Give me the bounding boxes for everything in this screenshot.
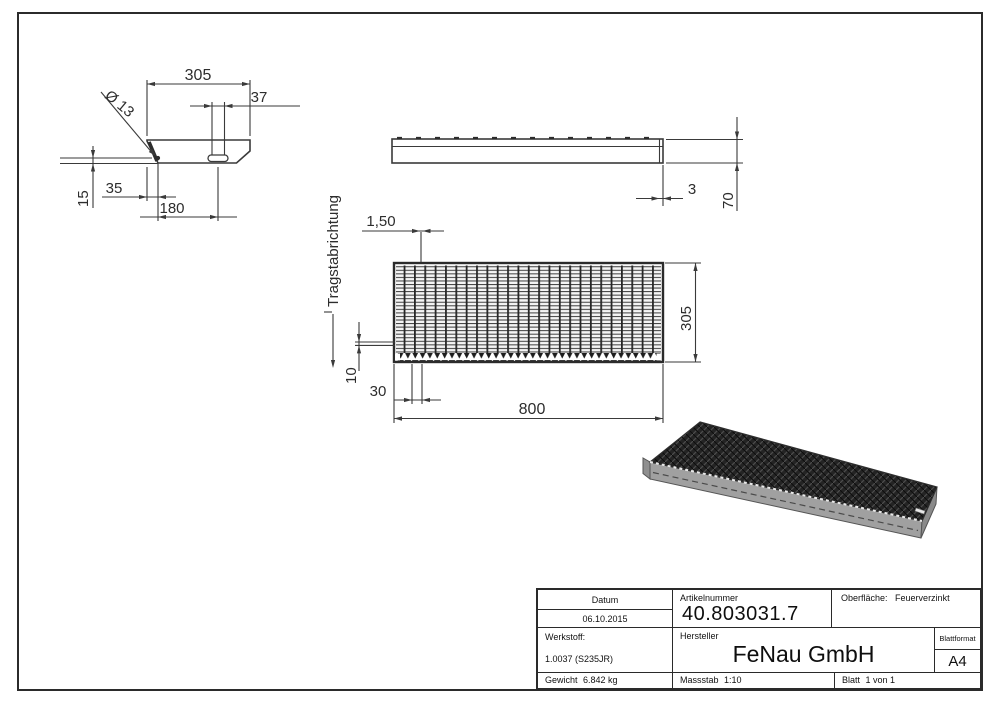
- dim-35-hole-offset: 35: [106, 180, 123, 197]
- massstab-cell: Massstab 1:10: [673, 673, 835, 688]
- blattformat-label-cell: Blattformat: [935, 628, 980, 650]
- dim-305-plate: 305: [185, 67, 212, 84]
- side-elevation-view: 3 70: [391, 117, 743, 211]
- blatt-value: 1 von 1: [865, 675, 896, 685]
- artikelnummer-label: Artikelnummer: [680, 593, 739, 603]
- sheet-frame: [17, 12, 983, 691]
- hersteller-cell: Hersteller FeNau GmbH: [673, 628, 935, 673]
- dim-15-hole-height: 15: [75, 190, 92, 207]
- gewicht-cell: Gewicht 6.842 kg: [538, 673, 673, 688]
- dim-37-slot: 37: [251, 89, 268, 106]
- oberflaeche-value: Feuerverzinkt: [895, 593, 950, 603]
- hersteller-value: FeNau GmbH: [732, 641, 875, 667]
- grating-plan-view: Tragstabrichtung 1,50 305 10 30: [324, 195, 701, 423]
- datum-label: Datum: [591, 594, 619, 605]
- datum-value: 06.10.2015: [582, 613, 628, 624]
- dim-305-depth: 305: [678, 306, 695, 331]
- blatt-cell: Blatt 1 von 1: [835, 673, 980, 688]
- dim-800-length: 800: [519, 401, 546, 418]
- dim-hole-dia: Ø 13: [101, 87, 137, 121]
- artikelnummer-value: 40.803031.7: [682, 603, 799, 625]
- blattformat-label: Blattformat: [939, 634, 976, 643]
- iso-serrated-edge: [649, 461, 923, 522]
- gewicht-label: Gewicht: [545, 675, 578, 685]
- werkstoff-value: 1.0037 (S235JR): [545, 654, 614, 664]
- bearing-bar-direction-label: Tragstabrichtung: [325, 195, 342, 307]
- datum-label-cell: Datum: [538, 590, 673, 610]
- oberflaeche-cell: Oberfläche: Feuerverzinkt: [832, 590, 982, 628]
- massstab-value: 1:10: [724, 675, 742, 685]
- werkstoff-cell: Werkstoff: 1.0037 (S235JR): [538, 628, 673, 673]
- blattformat-value-cell: A4: [935, 650, 980, 673]
- hersteller-label: Hersteller: [680, 631, 719, 641]
- dim-30-pitch: 30: [370, 383, 387, 400]
- dim-150-bar: 1,50: [366, 213, 395, 230]
- dim-10-pitch: 10: [343, 367, 360, 384]
- artikelnummer-cell: Artikelnummer 40.803031.7: [673, 590, 832, 628]
- grating-nosing: [396, 353, 661, 361]
- end-plate-view: Ø 13 305 37 15 35 180: [60, 67, 300, 221]
- grating-mesh: [396, 265, 661, 353]
- iso-slot: [914, 507, 926, 515]
- title-block: Datum 06.10.2015 Artikelnummer 40.803031…: [536, 588, 982, 690]
- gewicht-value: 6.842 kg: [583, 675, 618, 685]
- dim-3-endplate: 3: [688, 181, 696, 198]
- blattformat-value: A4: [948, 652, 967, 670]
- dim-70-height: 70: [720, 192, 737, 209]
- datum-value-cell: 06.10.2015: [538, 610, 673, 628]
- oberflaeche-label: Oberfläche:: [841, 593, 888, 603]
- isometric-view: [642, 421, 938, 539]
- dim-180-slot-offset: 180: [159, 200, 184, 217]
- massstab-label: Massstab: [680, 675, 719, 685]
- werkstoff-label: Werkstoff:: [545, 632, 586, 642]
- blatt-label: Blatt: [842, 675, 861, 685]
